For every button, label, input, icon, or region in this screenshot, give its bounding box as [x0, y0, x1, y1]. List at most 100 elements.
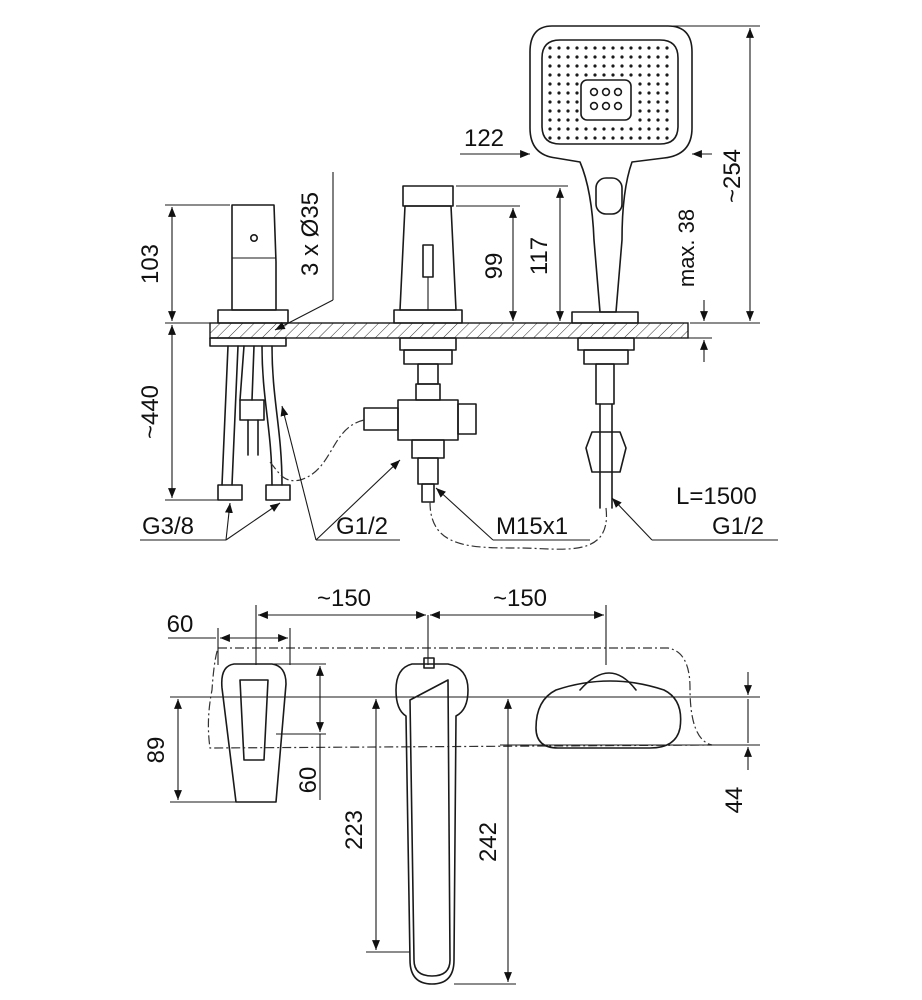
nozzle-dot — [557, 64, 561, 68]
nozzle-dot — [656, 118, 660, 122]
nozzle-dot — [548, 136, 552, 140]
nozzle-dot — [548, 46, 552, 50]
spout-top — [395, 657, 469, 985]
conn-diverter: M15x1 — [496, 513, 568, 540]
nozzle-dot — [656, 55, 660, 59]
nozzle-dot — [629, 55, 633, 59]
nozzle-dot — [575, 46, 579, 50]
nozzle-dot — [575, 73, 579, 77]
dim-hand-shower-width: 122 — [464, 125, 504, 152]
nozzle-dot — [575, 82, 579, 86]
nozzle-dot — [584, 46, 588, 50]
dim-spout-reach-outer: 242 — [475, 822, 502, 862]
nozzle-dot — [566, 100, 570, 104]
nozzle-dot — [665, 82, 669, 86]
nozzle-dot — [584, 127, 588, 131]
nozzle-dot — [557, 109, 561, 113]
nozzle-dot — [548, 100, 552, 104]
dim-hand-shower-holder: max. 38 — [674, 209, 699, 287]
nozzle-dot — [584, 55, 588, 59]
nozzle-dot — [566, 127, 570, 131]
nozzle-dot — [665, 136, 669, 140]
nozzle-dot — [638, 136, 642, 140]
nozzle-dot — [620, 55, 624, 59]
deck-outline — [207, 647, 713, 749]
dim-spout-height-inner: 99 — [481, 253, 508, 280]
conn-left: G3/8 — [142, 513, 194, 540]
nozzle-dot — [557, 100, 561, 104]
nozzle-dot — [620, 46, 624, 50]
nozzle-dot — [638, 118, 642, 122]
nozzle-dot — [656, 127, 660, 131]
dim-handle-depth-inner: 60 — [295, 767, 322, 794]
nozzle-dot — [647, 118, 651, 122]
nozzle-dot — [629, 73, 633, 77]
nozzle-dot — [611, 64, 615, 68]
nozzle-dot — [656, 109, 660, 113]
nozzle-dot — [566, 91, 570, 95]
nozzle-dot — [629, 64, 633, 68]
nozzle-dot — [665, 73, 669, 77]
nozzle-dot — [647, 109, 651, 113]
dim-spout-reach-inner: 223 — [341, 810, 368, 850]
nozzle-dot — [638, 91, 642, 95]
nozzle-dot — [620, 64, 624, 68]
nozzle-dot — [566, 46, 570, 50]
nozzle-dot — [665, 100, 669, 104]
top-view: ~150 ~150 60 89 60 223 242 — [143, 585, 760, 985]
nozzle-dot — [566, 118, 570, 122]
dim-shower-holder-depth: 44 — [721, 787, 748, 814]
dim-handle-depth: 89 — [143, 737, 170, 764]
nozzle-dot — [638, 64, 642, 68]
nozzle-dot — [548, 73, 552, 77]
nozzle-dot — [602, 55, 606, 59]
nozzle-dot — [638, 55, 642, 59]
nozzle-dot — [593, 136, 597, 140]
nozzle-dot — [665, 55, 669, 59]
nozzle-dot — [584, 73, 588, 77]
nozzle-dot — [638, 109, 642, 113]
nozzle-dot — [575, 64, 579, 68]
conn-middle: G1/2 — [336, 513, 388, 540]
nozzle-dot — [611, 46, 615, 50]
center-nozzle — [589, 101, 599, 111]
nozzle-dot — [656, 136, 660, 140]
nozzle-dot — [647, 73, 651, 77]
center-nozzle — [601, 87, 611, 97]
nozzle-dot — [584, 136, 588, 140]
nozzle-dot — [665, 46, 669, 50]
hose-route — [267, 419, 365, 482]
dim-handle-height: 103 — [137, 244, 164, 284]
nozzle-dot — [611, 127, 615, 131]
nozzle-dot — [647, 82, 651, 86]
nozzle-dot — [575, 118, 579, 122]
nozzle-dot — [575, 91, 579, 95]
shower-nozzles — [548, 46, 669, 140]
mixer-handle — [209, 204, 291, 501]
nozzle-dot — [638, 46, 642, 50]
nozzle-dot — [557, 73, 561, 77]
nozzle-dot — [602, 46, 606, 50]
center-nozzle — [613, 101, 623, 111]
hand-shower — [529, 25, 693, 509]
dim-holes: 3 x Ø35 — [297, 192, 324, 276]
nozzle-dot — [557, 82, 561, 86]
nozzle-dot — [575, 55, 579, 59]
conn-right: G1/2 — [712, 513, 764, 540]
nozzle-dot — [548, 64, 552, 68]
nozzle-dot — [656, 64, 660, 68]
dim-spacing-right: ~150 — [493, 585, 547, 612]
nozzle-dot — [647, 64, 651, 68]
nozzle-dot — [593, 73, 597, 77]
nozzle-dot — [638, 82, 642, 86]
nozzle-dot — [593, 64, 597, 68]
dim-hose-depth: ~440 — [137, 385, 164, 439]
nozzle-dot — [647, 127, 651, 131]
dim-spacing-left: ~150 — [317, 585, 371, 612]
nozzle-dot — [620, 127, 624, 131]
nozzle-dot — [566, 64, 570, 68]
nozzle-dot — [602, 73, 606, 77]
nozzle-dot — [647, 55, 651, 59]
nozzle-dot — [548, 55, 552, 59]
nozzle-dot — [611, 55, 615, 59]
